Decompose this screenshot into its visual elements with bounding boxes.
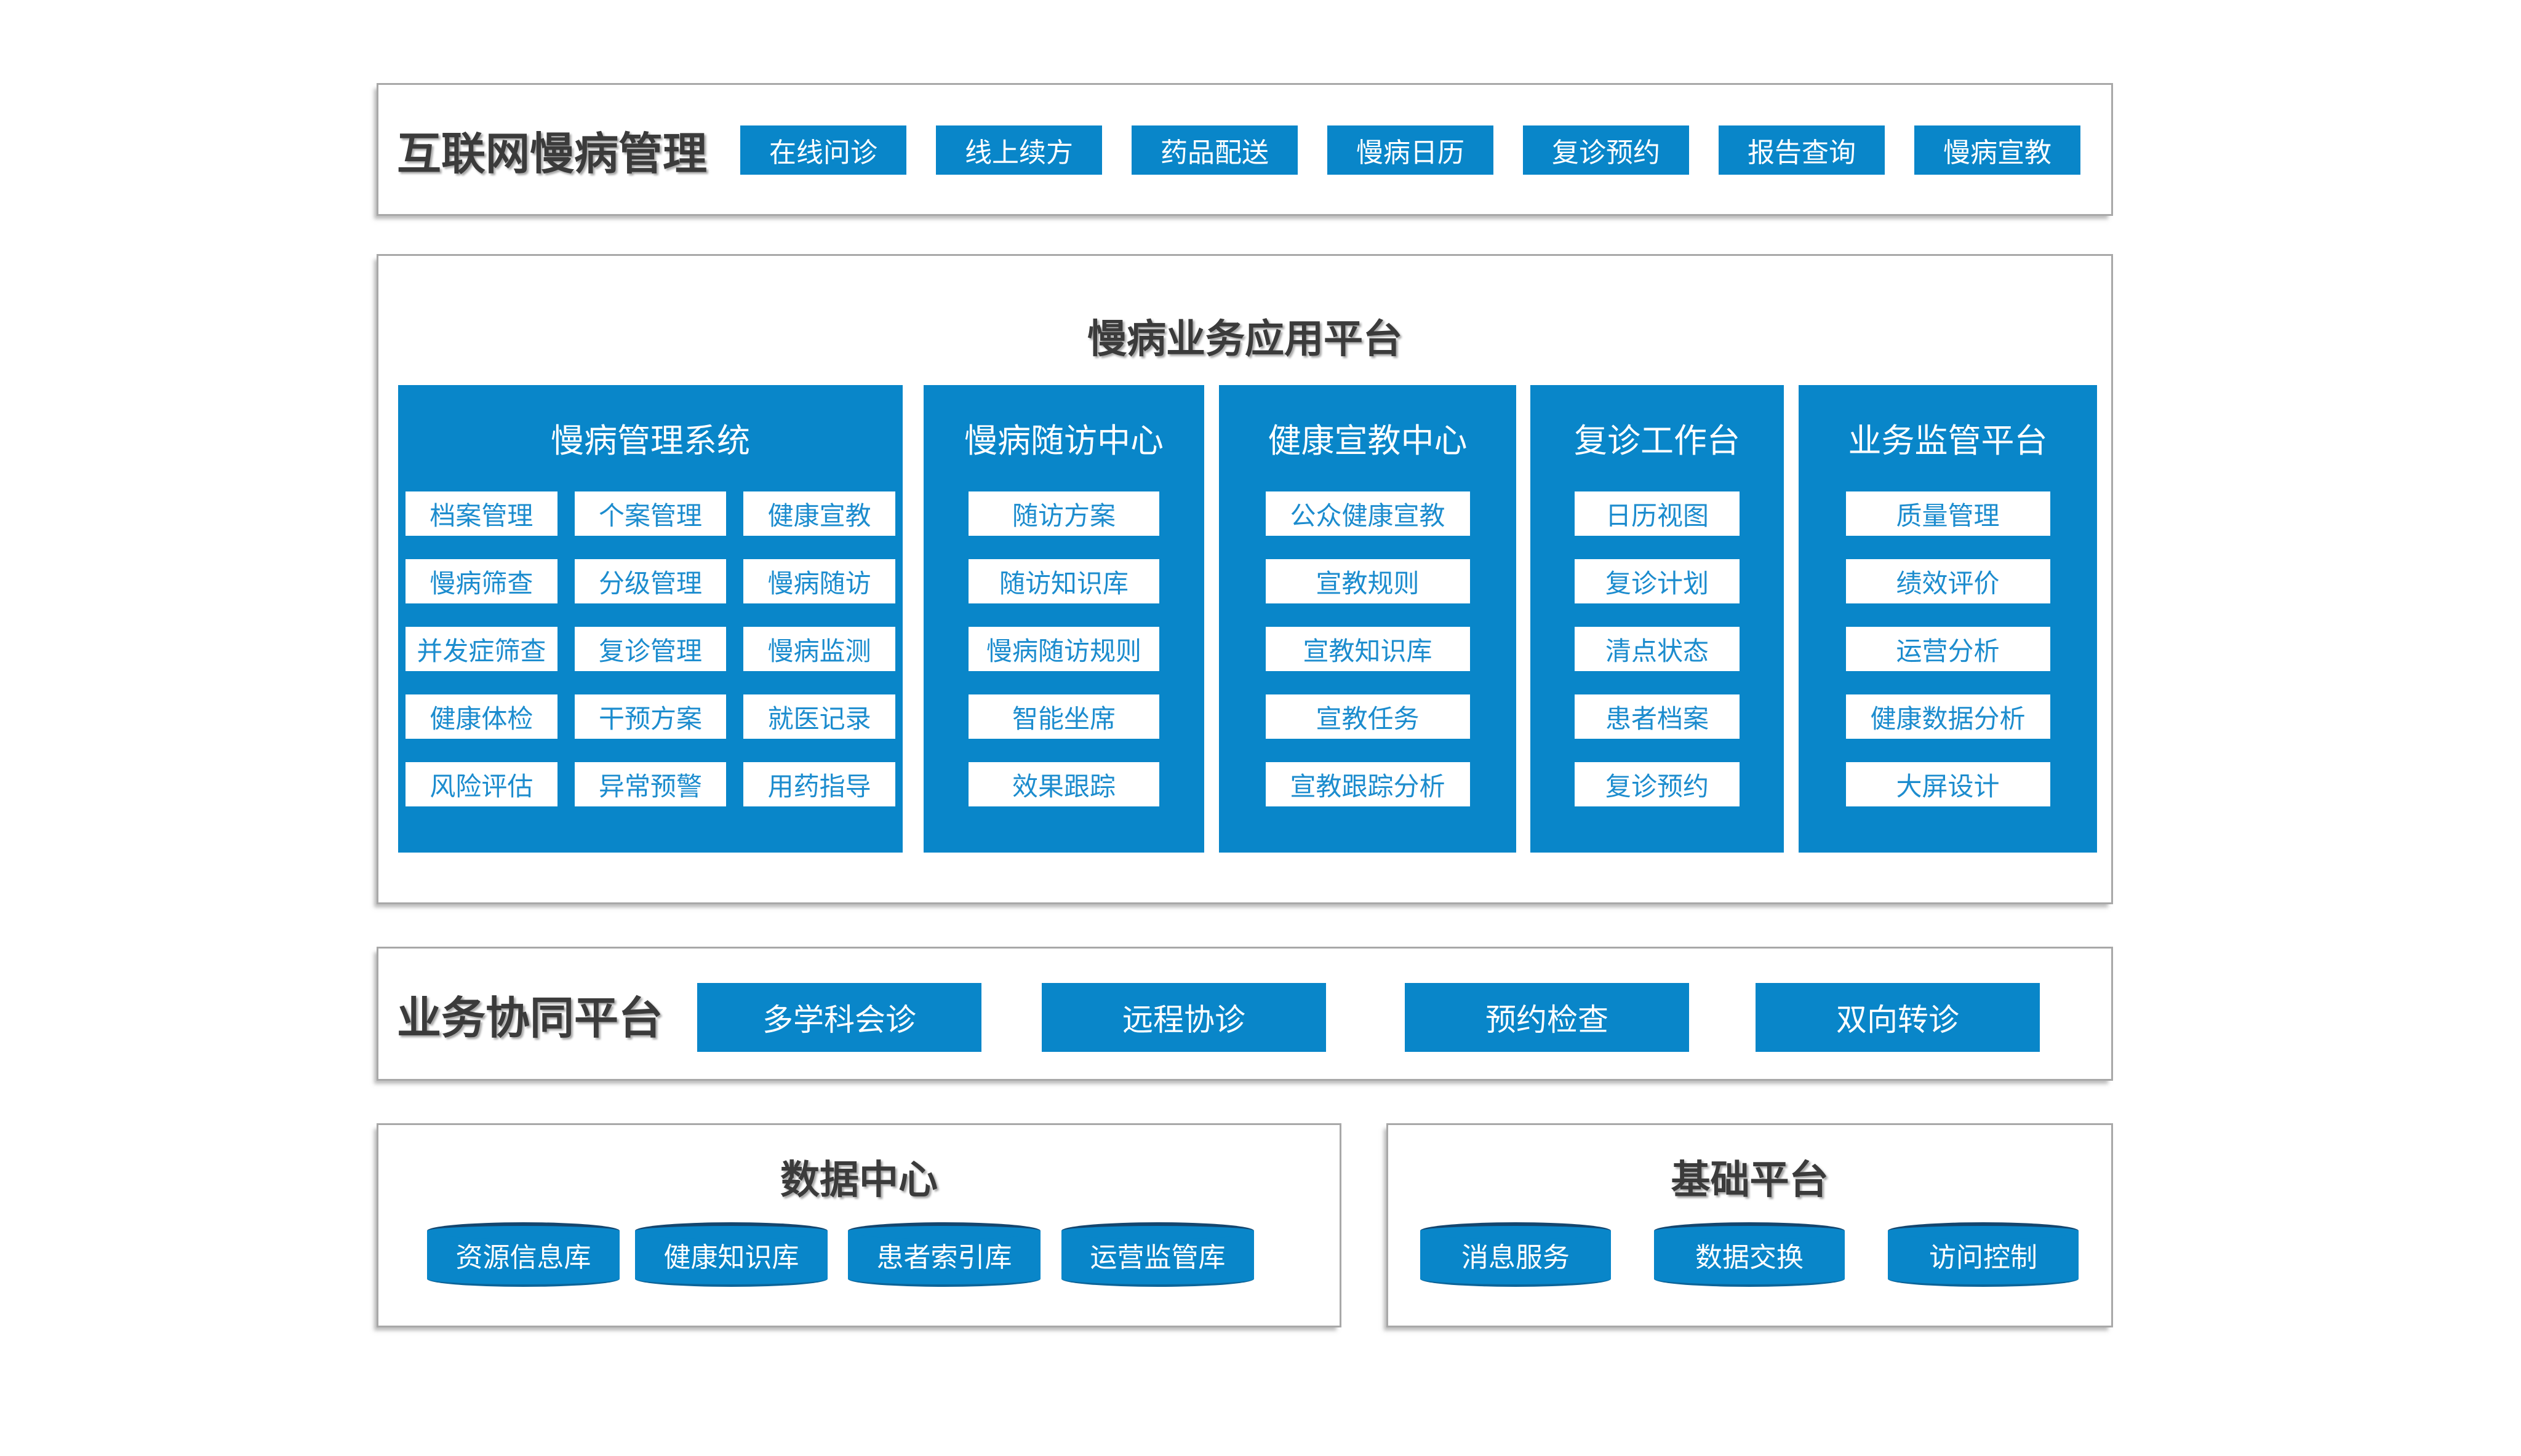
module-chip: 清点状态: [1575, 627, 1740, 671]
module-chip: 健康宣教: [743, 491, 895, 536]
module-chip: 干预方案: [574, 694, 727, 739]
module-chip: 效果跟踪: [969, 762, 1159, 806]
module-chip: 日历视图: [1575, 491, 1740, 536]
module-chip: 复诊预约: [1575, 762, 1740, 806]
service-chip-online-refill: 线上续方: [936, 125, 1102, 175]
module-chip: 宣教规则: [1265, 559, 1470, 603]
module-list: 公众健康宣教 宣教规则 宣教知识库 宣教任务 宣教跟踪分析: [1219, 491, 1516, 806]
module-chip: 随访方案: [969, 491, 1159, 536]
database-label: 资源信息库: [455, 1243, 591, 1273]
module-chip: 个案管理: [574, 491, 727, 536]
app-platform-title: 慢病业务应用平台: [1087, 317, 1402, 361]
module-chip: 健康体检: [406, 694, 557, 739]
module-chip: 健康数据分析: [1845, 694, 2050, 739]
collab-chip-mdt-consult: 多学科会诊: [697, 983, 981, 1052]
module-chip: 档案管理: [406, 491, 557, 536]
column-title: 业务监管平台: [1848, 423, 2048, 459]
column-revisit-workbench: 复诊工作台 日历视图 复诊计划 清点状态 患者档案 复诊预约: [1530, 385, 1784, 853]
collab-platform-title: 业务协同平台: [397, 993, 663, 1043]
database-label: 健康知识库: [663, 1243, 799, 1273]
module-chip: 宣教任务: [1265, 694, 1470, 739]
module-chip: 慢病筛查: [406, 559, 557, 603]
column-title: 复诊工作台: [1574, 423, 1740, 459]
service-chip-drug-delivery: 药品配送: [1132, 125, 1298, 175]
column-cdm-system: 慢病管理系统 档案管理 个案管理 健康宣教 慢病筛查 分级管理 慢病随访 并发症…: [398, 385, 903, 853]
module-chip: 复诊管理: [574, 627, 727, 671]
data-center-title: 数据中心: [780, 1158, 938, 1202]
base-platform-title: 基础平台: [1671, 1158, 1829, 1202]
service-chip-report-query: 报告查询: [1719, 125, 1885, 175]
internet-cdm-button-row: 在线问诊 线上续方 药品配送 慢病日历 复诊预约 报告查询 慢病宣教: [740, 125, 2080, 175]
database-label: 患者索引库: [876, 1243, 1012, 1273]
module-chip: 运营分析: [1845, 627, 2050, 671]
internet-cdm-title: 互联网慢病管理: [397, 129, 708, 179]
database-cylinder-resource-info: 资源信息库: [427, 1222, 620, 1287]
column-title: 慢病随访中心: [964, 423, 1164, 459]
module-chip: 质量管理: [1845, 491, 2050, 536]
collab-chip-two-way-referral: 双向转诊: [1756, 983, 2040, 1052]
database-cylinder-data-exchange: 数据交换: [1654, 1222, 1845, 1287]
database-cylinder-operation-supervision: 运营监管库: [1061, 1222, 1254, 1287]
app-platform-section: 慢病业务应用平台 慢病管理系统 档案管理 个案管理 健康宣教 慢病筛查 分级管理…: [377, 254, 2113, 904]
database-label: 运营监管库: [1090, 1243, 1226, 1273]
internet-cdm-section: 互联网慢病管理 在线问诊 线上续方 药品配送 慢病日历 复诊预约 报告查询 慢病…: [377, 83, 2113, 216]
module-chip: 随访知识库: [969, 559, 1159, 603]
collab-chip-exam-booking: 预约检查: [1405, 983, 1689, 1052]
service-chip-disease-calendar: 慢病日历: [1327, 125, 1493, 175]
column-title: 健康宣教中心: [1268, 423, 1468, 459]
column-supervision-platform: 业务监管平台 质量管理 绩效评价 运营分析 健康数据分析 大屏设计: [1799, 385, 2097, 853]
module-chip: 分级管理: [574, 559, 727, 603]
module-chip: 并发症筛查: [406, 627, 557, 671]
module-chip: 就医记录: [743, 694, 895, 739]
database-cylinder-patient-index: 患者索引库: [848, 1222, 1041, 1287]
module-list: 日历视图 复诊计划 清点状态 患者档案 复诊预约: [1530, 491, 1784, 806]
module-chip: 慢病随访: [743, 559, 895, 603]
column-title: 慢病管理系统: [551, 423, 750, 459]
module-list: 随访方案 随访知识库 慢病随访规则 智能坐席 效果跟踪: [924, 491, 1204, 806]
module-chip: 患者档案: [1575, 694, 1740, 739]
service-chip-health-education: 慢病宣教: [1914, 125, 2080, 175]
service-chip-online-consult: 在线问诊: [740, 125, 906, 175]
module-chip: 宣教知识库: [1265, 627, 1470, 671]
database-cylinder-health-knowledge: 健康知识库: [635, 1222, 828, 1287]
database-cylinder-message-service: 消息服务: [1420, 1222, 1611, 1287]
database-label: 消息服务: [1461, 1243, 1570, 1273]
module-chip: 宣教跟踪分析: [1265, 762, 1470, 806]
database-label: 访问控制: [1929, 1243, 2037, 1273]
module-chip: 慢病监测: [743, 627, 895, 671]
module-chip: 智能坐席: [969, 694, 1159, 739]
module-grid: 档案管理 个案管理 健康宣教 慢病筛查 分级管理 慢病随访 并发症筛查 复诊管理…: [406, 491, 895, 806]
module-chip: 绩效评价: [1845, 559, 2050, 603]
service-chip-revisit-booking: 复诊预约: [1523, 125, 1689, 175]
module-chip: 大屏设计: [1845, 762, 2050, 806]
collab-platform-section: 业务协同平台 多学科会诊 远程协诊 预约检查 双向转诊: [377, 947, 2113, 1081]
module-chip: 用药指导: [743, 762, 895, 806]
module-chip: 异常预警: [574, 762, 727, 806]
data-center-section: 数据中心 资源信息库 健康知识库 患者索引库 运营监管库: [377, 1123, 1341, 1327]
module-chip: 复诊计划: [1575, 559, 1740, 603]
database-label: 数据交换: [1695, 1243, 1804, 1273]
module-chip: 风险评估: [406, 762, 557, 806]
module-list: 质量管理 绩效评价 运营分析 健康数据分析 大屏设计: [1799, 491, 2097, 806]
column-followup-center: 慢病随访中心 随访方案 随访知识库 慢病随访规则 智能坐席 效果跟踪: [924, 385, 1204, 853]
database-cylinder-access-control: 访问控制: [1888, 1222, 2079, 1287]
collab-chip-remote-consult: 远程协诊: [1042, 983, 1326, 1052]
column-education-center: 健康宣教中心 公众健康宣教 宣教规则 宣教知识库 宣教任务 宣教跟踪分析: [1219, 385, 1516, 853]
base-platform-section: 基础平台 消息服务 数据交换 访问控制: [1386, 1123, 2113, 1327]
module-chip: 公众健康宣教: [1265, 491, 1470, 536]
module-chip: 慢病随访规则: [969, 627, 1159, 671]
